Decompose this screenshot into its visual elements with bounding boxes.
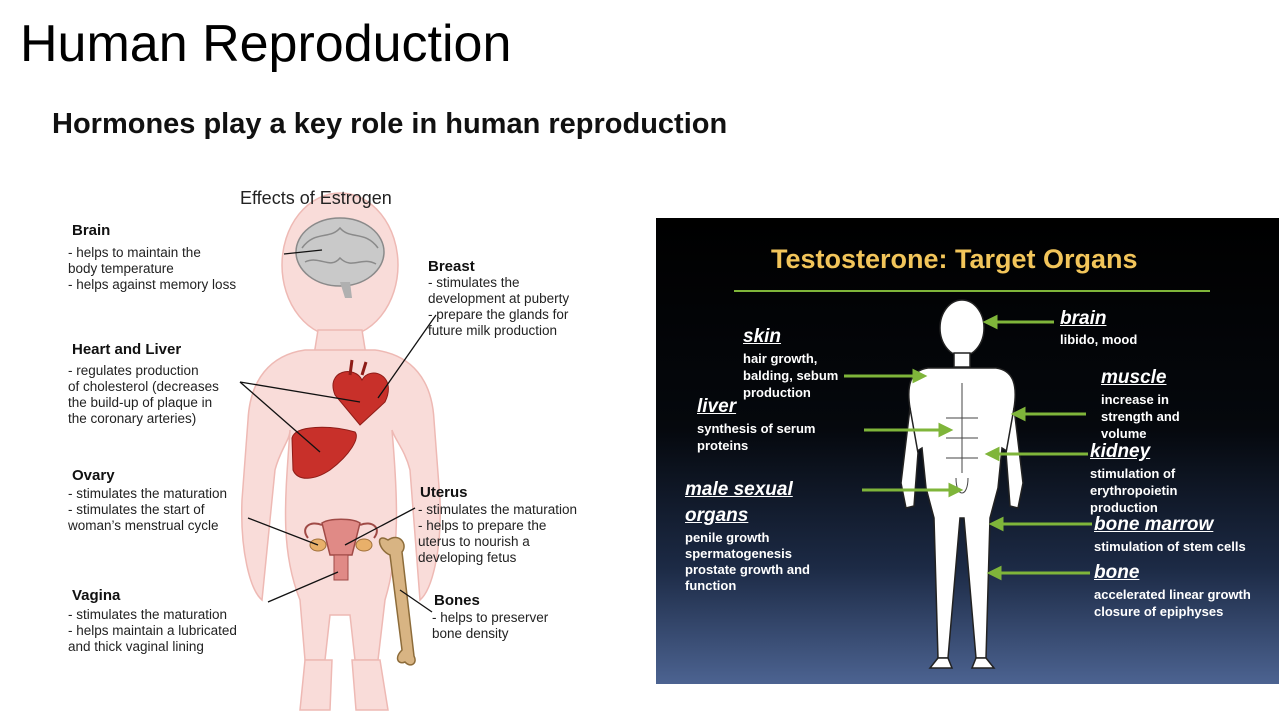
slide-title: Human Reproduction xyxy=(20,15,512,73)
male-sexual-organs-line: spermatogenesis xyxy=(685,546,792,561)
brain-heading: Brain xyxy=(72,222,111,239)
vagina-line: and thick vaginal lining xyxy=(68,639,204,654)
bones-line: - helps to preserver xyxy=(432,610,549,625)
kidney-line: stimulation of xyxy=(1090,466,1176,481)
male-sexual-organs-heading: organs xyxy=(685,505,749,526)
muscle-line: volume xyxy=(1101,426,1147,441)
kidney-line: production xyxy=(1090,500,1158,515)
bone-marrow-heading: bone marrow xyxy=(1094,514,1214,535)
heart-liver-line: of cholesterol (decreases xyxy=(68,379,219,394)
kidney-heading: kidney xyxy=(1090,441,1151,462)
vagina-line: - stimulates the maturation xyxy=(68,607,228,622)
liver-heading: liver xyxy=(697,396,737,417)
brain-icon xyxy=(295,217,385,298)
estrogen-pointer-lines xyxy=(239,249,437,613)
skin-line: balding, sebum xyxy=(743,368,839,383)
uterus-ovaries-icon xyxy=(304,518,378,581)
vagina-heading: Vagina xyxy=(72,587,121,604)
breast-line: future milk production xyxy=(428,323,558,338)
estrogen-title: Effects of Estrogen xyxy=(240,188,392,208)
skin-heading: skin xyxy=(743,326,782,347)
title-divider xyxy=(734,290,1210,292)
brain-heading: brain xyxy=(1060,308,1107,329)
skin-line: hair growth, xyxy=(743,351,818,366)
breast-line: - stimulates the xyxy=(428,275,520,290)
heart-icon xyxy=(332,359,389,426)
ovary-line: - stimulates the maturation xyxy=(68,486,228,501)
bone-line: accelerated linear growth xyxy=(1094,587,1251,602)
breast-heading: Breast xyxy=(428,258,475,275)
slide-subtitle: Hormones play a key role in human reprod… xyxy=(52,108,728,140)
breast-line: development at puberty xyxy=(428,291,570,306)
testosterone-body-illustration xyxy=(844,299,1092,669)
muscle-heading: muscle xyxy=(1101,367,1167,388)
muscle-line: strength and xyxy=(1101,409,1180,424)
brain-line: - helps to maintain the xyxy=(68,245,201,260)
bones-heading: Bones xyxy=(434,592,480,609)
uterus-line: - helps to prepare the xyxy=(418,518,547,533)
brain-line: body temperature xyxy=(68,261,174,276)
bone-line: closure of epiphyses xyxy=(1094,604,1224,619)
vagina-line: - helps maintain a lubricated xyxy=(68,623,237,638)
ovary-heading: Ovary xyxy=(72,467,115,484)
brain-line: libido, mood xyxy=(1060,332,1138,347)
bones-line: bone density xyxy=(432,626,509,641)
testosterone-arrows xyxy=(844,314,1092,581)
kidney-line: erythropoietin xyxy=(1090,483,1178,498)
estrogen-body-illustration xyxy=(239,192,442,711)
male-sexual-organs-line: penile growth xyxy=(685,530,770,545)
liver-line: proteins xyxy=(697,438,749,453)
estrogen-diagram: Effects of Estrogen Brain - helps to mai… xyxy=(0,170,640,720)
male-sexual-organs-line: prostate growth and xyxy=(685,562,810,577)
uterus-line: uterus to nourish a xyxy=(418,534,530,549)
heart-liver-line: - regulates production xyxy=(68,363,199,378)
abdominal-detail xyxy=(946,383,978,494)
breast-line: - prepare the glands for xyxy=(428,307,569,322)
male-sexual-organs-heading: male sexual xyxy=(685,479,793,500)
bone-icon xyxy=(378,536,416,666)
bone-marrow-line: stimulation of stem cells xyxy=(1094,539,1246,554)
testosterone-title: Testosterone: Target Organs xyxy=(771,244,1138,274)
skin-line: production xyxy=(743,385,811,400)
ovary-line: - stimulates the start of xyxy=(68,502,205,517)
male-body-figure xyxy=(900,299,1024,669)
heart-liver-line: the build-up of plaque in xyxy=(68,395,213,410)
male-sexual-organs-line: function xyxy=(685,578,737,593)
uterus-line: - stimulates the maturation xyxy=(418,502,578,517)
uterus-line: developing fetus xyxy=(418,550,517,565)
uterus-heading: Uterus xyxy=(420,484,468,501)
bone-heading: bone xyxy=(1094,562,1140,583)
muscle-line: increase in xyxy=(1101,392,1169,407)
brain-line: - helps against memory loss xyxy=(68,277,237,292)
ovary-line: woman’s menstrual cycle xyxy=(68,518,219,533)
heart-liver-line: the coronary arteries) xyxy=(68,411,197,426)
heart-liver-heading: Heart and Liver xyxy=(72,341,182,358)
testosterone-diagram: Testosterone: Target Organs brain libido… xyxy=(656,218,1279,684)
liver-icon xyxy=(291,426,357,479)
liver-line: synthesis of serum xyxy=(697,421,816,436)
